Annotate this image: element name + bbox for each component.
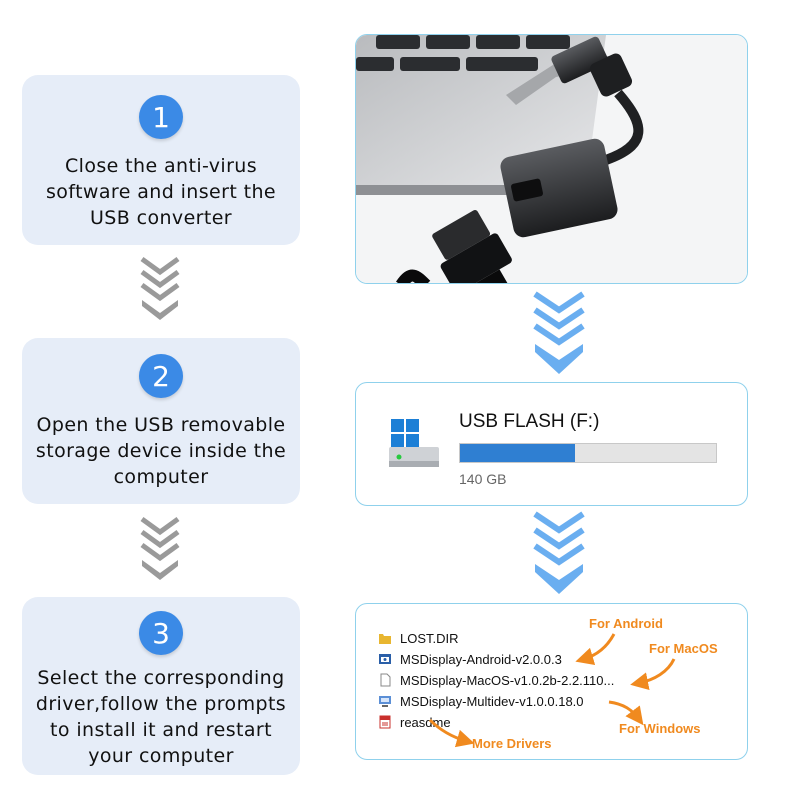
step-card-2: 2 Open the USB removable storage device … (22, 338, 300, 504)
document-icon (378, 673, 392, 687)
file-row[interactable]: MSDisplay-MacOS-v1.0.2b-2.2.110... (378, 671, 614, 689)
adapter-photo-panel (355, 34, 748, 284)
file-row[interactable]: MSDisplay-Android-v2.0.0.3 (378, 650, 562, 668)
file-name: MSDisplay-Multidev-v1.0.0.18.0 (400, 693, 584, 709)
file-list-panel: LOST.DIR MSDisplay-Android-v2.0.0.3 MSDi… (355, 603, 748, 760)
step-card-1: 1 Close the anti-virus software and inse… (22, 75, 300, 245)
step-card-3: 3 Select the corresponding driver,follow… (22, 597, 300, 775)
installer-icon (378, 694, 392, 708)
drive-usage-bar (459, 443, 717, 463)
arrow-windows (608, 700, 644, 726)
arrow-android (575, 633, 616, 666)
drive-icon[interactable] (389, 445, 439, 469)
windows-logo-icon (391, 419, 419, 447)
chevron-down-icon (140, 256, 180, 320)
drive-panel: USB FLASH (F:) 140 GB (355, 382, 748, 506)
step-number-badge: 3 (139, 611, 183, 655)
folder-icon (378, 631, 392, 645)
annotation-more-drivers: More Drivers (472, 736, 552, 751)
step-number-badge: 1 (139, 95, 183, 139)
file-row[interactable]: LOST.DIR (378, 629, 459, 647)
annotation-arrows (428, 633, 676, 748)
chevron-down-icon (533, 511, 585, 594)
step-description: Close the anti-virus software and insert… (45, 155, 276, 229)
file-name: LOST.DIR (400, 630, 459, 646)
annotation-android: For Android (589, 616, 663, 631)
file-name: MSDisplay-MacOS-v1.0.2b-2.2.110... (400, 672, 615, 688)
step-number-badge: 2 (139, 354, 183, 398)
step-description: Open the USB removable storage device in… (35, 414, 287, 488)
app-icon (378, 652, 392, 666)
chevron-down-icon (533, 291, 585, 374)
chevron-down-icon (140, 516, 180, 580)
file-name: MSDisplay-Android-v2.0.0.3 (400, 651, 562, 667)
readme-icon (378, 715, 392, 729)
file-row[interactable]: MSDisplay-Multidev-v1.0.0.18.0 (378, 692, 584, 710)
drive-capacity: 140 GB (459, 471, 507, 487)
drive-usage-fill (460, 444, 576, 462)
arrow-more-drivers (428, 718, 475, 748)
step-description: Select the corresponding driver,follow t… (35, 667, 287, 767)
annotation-macos: For MacOS (649, 641, 718, 656)
arrow-macos (630, 658, 676, 691)
usb-adapter-illustration (356, 35, 747, 283)
drive-label: USB FLASH (F:) (459, 411, 600, 432)
